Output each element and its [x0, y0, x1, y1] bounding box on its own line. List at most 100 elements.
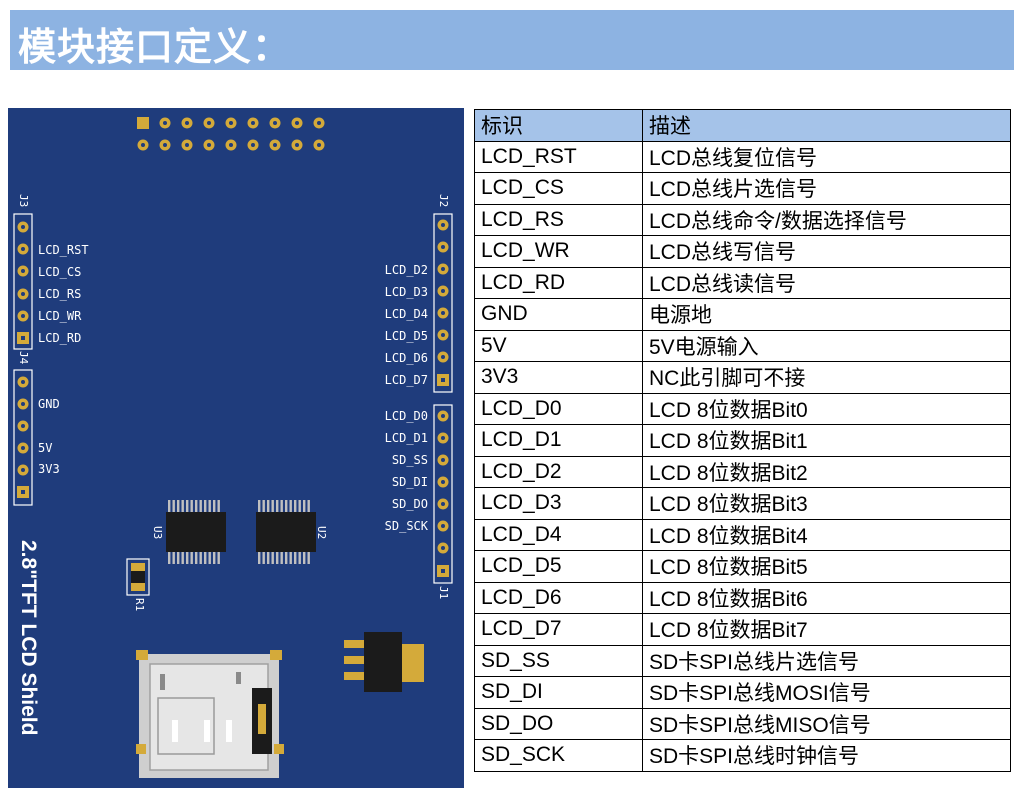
pin-description-cell: LCD 8位数据Bit7 — [642, 613, 1011, 646]
pin-description-cell: LCD总线复位信号 — [642, 140, 1011, 173]
pin-description-cell: LCD 8位数据Bit3 — [642, 487, 1011, 520]
pin-label-sd-do: SD_DO — [391, 497, 428, 511]
pin-description-cell: SD卡SPI总线时钟信号 — [642, 739, 1011, 772]
pin-id-cell: GND — [474, 298, 643, 331]
pin-id-cell: SD_DO — [474, 707, 643, 740]
pin-label-3v3: 3V3 — [38, 462, 60, 476]
pin-description-cell: NC此引脚可不接 — [642, 361, 1011, 394]
sd-card-socket-drawing — [136, 650, 284, 778]
pin-description-cell: LCD 8位数据Bit1 — [642, 424, 1011, 457]
pin-id-cell: SD_SCK — [474, 739, 643, 772]
header-j2-outline — [433, 213, 453, 393]
pin-description-cell: LCD 8位数据Bit5 — [642, 550, 1011, 583]
pin-id-cell: LCD_D0 — [474, 392, 643, 425]
header-j3-outline — [13, 213, 33, 350]
pin-label-sd-ss: SD_SS — [391, 453, 428, 467]
pin-description-cell: LCD 8位数据Bit6 — [642, 581, 1011, 614]
pin-description-cell: LCD 8位数据Bit4 — [642, 518, 1011, 551]
voltage-regulator-drawing — [344, 632, 424, 692]
pin-label-sd-di: SD_DI — [391, 475, 428, 489]
pin-description-cell: 电源地 — [642, 298, 1011, 331]
pin-id-cell: 5V — [474, 329, 643, 362]
pin-id-cell: LCD_RST — [474, 140, 643, 173]
board-silkscreen-title: 2.8"TFT LCD Shield — [17, 540, 40, 736]
pin-description-cell: LCD总线命令/数据选择信号 — [642, 203, 1011, 236]
pin-label-lcd-d4: LCD_D4 — [384, 307, 428, 321]
header-j3-label: J3 — [17, 194, 30, 208]
pin-description-cell: SD卡SPI总线MOSI信号 — [642, 676, 1011, 709]
pin-id-cell: LCD_RD — [474, 266, 643, 299]
pin-label-lcd-d3: LCD_D3 — [384, 285, 428, 299]
chip-u2-drawing — [256, 500, 316, 564]
pin-label-lcd-cs: LCD_CS — [38, 265, 82, 279]
pin-description-cell: LCD 8位数据Bit2 — [642, 455, 1011, 488]
pin-label-lcd-d5: LCD_D5 — [384, 329, 428, 343]
pin-description-cell: LCD总线片选信号 — [642, 172, 1011, 205]
title-bar: 模块接口定义： — [10, 10, 1014, 70]
pcb-artwork — [13, 117, 453, 778]
pin-id-cell: LCD_WR — [474, 235, 643, 268]
resistor-r1-label: R1 — [133, 598, 146, 612]
pin-id-cell: SD_SS — [474, 644, 643, 677]
chip-u3-label: U3 — [151, 526, 164, 540]
pin-id-cell: LCD_RS — [474, 203, 643, 236]
header-j1-label: J1 — [437, 586, 450, 600]
pin-id-cell: LCD_D5 — [474, 550, 643, 583]
table-header-row: 标识 描述 — [474, 109, 1011, 142]
pin-label-lcd-d2: LCD_D2 — [384, 263, 428, 277]
header-j2-label: J2 — [437, 194, 450, 208]
header-j1-outline — [433, 404, 453, 584]
resistor-r1-drawing — [126, 558, 150, 596]
pin-description-cell: SD卡SPI总线MISO信号 — [642, 707, 1011, 740]
pin-label-gnd: GND — [38, 397, 60, 411]
chip-u2-label: U2 — [315, 526, 328, 540]
pin-id-cell: 3V3 — [474, 361, 643, 394]
pin-id-cell: LCD_D2 — [474, 455, 643, 488]
pin-label-lcd-wr: LCD_WR — [38, 309, 82, 323]
pin-label-lcd-d6: LCD_D6 — [384, 351, 428, 365]
pin-label-lcd-rd: LCD_RD — [38, 331, 82, 345]
pin-id-cell: LCD_D7 — [474, 613, 643, 646]
page-title: 模块接口定义： — [18, 25, 292, 69]
pin-id-cell: LCD_D1 — [474, 424, 643, 457]
pin-id-cell: LCD_D3 — [474, 487, 643, 520]
top-pad-header — [137, 117, 325, 151]
chip-u3-drawing — [166, 500, 226, 564]
pin-description-cell: LCD总线写信号 — [642, 235, 1011, 268]
pin-id-cell: LCD_D4 — [474, 518, 643, 551]
header-j4-label: J4 — [17, 351, 30, 365]
pin-label-lcd-d7: LCD_D7 — [384, 373, 428, 387]
pin-label-lcd-rst: LCD_RST — [38, 243, 89, 257]
pin-id-cell: SD_DI — [474, 676, 643, 709]
pin-description-cell: LCD总线读信号 — [642, 266, 1011, 299]
pin-label-lcd-rs: LCD_RS — [38, 287, 82, 301]
pin-description-cell: SD卡SPI总线片选信号 — [642, 644, 1011, 677]
pin-id-cell: LCD_CS — [474, 172, 643, 205]
header-j4-outline — [13, 369, 33, 506]
pin-label-sd-sck: SD_SCK — [384, 519, 428, 533]
pin-description-cell: 5V电源输入 — [642, 329, 1011, 362]
pin-label-lcd-d0: LCD_D0 — [384, 409, 428, 423]
column-header-description: 描述 — [642, 109, 1011, 142]
pcb-board-image: J3 J4 J2 J1 LCD_RST LCD_CS LCD_RS LCD_WR… — [8, 108, 464, 788]
